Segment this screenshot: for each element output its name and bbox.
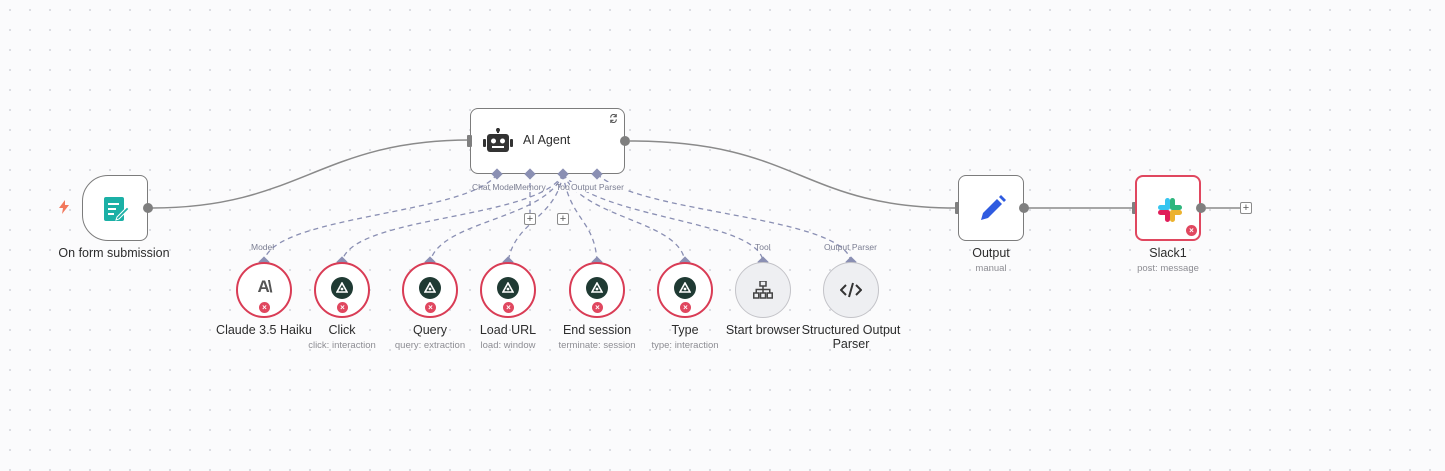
node-on-form-submission[interactable] (82, 175, 148, 241)
node-sublabel: load: window (480, 340, 536, 351)
node-click[interactable]: × (314, 262, 370, 318)
subnode-handle-label-output-parser: Output Parser (824, 242, 877, 252)
node-end-session[interactable]: × (569, 262, 625, 318)
subnode-handle-label-tool: Tool (755, 242, 771, 252)
agent-input-port[interactable] (467, 135, 472, 147)
network-icon (753, 281, 773, 299)
node-label: Start browser (725, 323, 801, 337)
handle-label-tool: Tool (556, 182, 572, 192)
node-label: Type (671, 323, 699, 337)
slack-icon (1158, 198, 1182, 222)
node-sublabel: query: extraction (394, 340, 466, 351)
node-label-output: Output (972, 246, 1010, 260)
airtop-icon (497, 277, 519, 299)
error-icon: × (337, 302, 348, 313)
wire-tool-click (341, 173, 564, 263)
node-sublabel-output: manual (975, 263, 1007, 274)
error-icon: × (503, 302, 514, 313)
node-sublabel: type: interaction (651, 340, 719, 351)
node-output[interactable] (958, 175, 1024, 241)
node-ai-agent[interactable]: AI Agent (470, 108, 625, 174)
node-label-ai-agent: AI Agent (523, 133, 571, 147)
node-load-url[interactable]: × (480, 262, 536, 318)
error-icon: × (1186, 225, 1197, 236)
airtop-icon (586, 277, 608, 299)
code-icon (840, 282, 862, 298)
node-label-trigger: On form submission (58, 246, 170, 260)
wire-tool-browser (562, 173, 764, 263)
wire-trigger-agent (151, 139, 471, 209)
node-sublabel: terminate: session (558, 340, 636, 351)
wire-parser (596, 173, 852, 263)
wire-agent-output (629, 140, 958, 209)
node-structured-output-parser[interactable] (823, 262, 879, 318)
node-type[interactable]: × (657, 262, 713, 318)
handle-label-output-parser: Output Parser (570, 182, 625, 192)
add-memory-button[interactable]: + (524, 213, 536, 225)
agent-output-port[interactable] (620, 136, 630, 146)
node-sublabel-slack: post: message (1137, 263, 1199, 274)
node-label-slack: Slack1 (1149, 246, 1187, 260)
node-sublabel: click: interaction (308, 340, 376, 351)
error-icon: × (425, 302, 436, 313)
add-tool-button[interactable]: + (557, 213, 569, 225)
node-label: End session (562, 323, 632, 337)
handle-label-chat-model: Chat Model (472, 182, 516, 192)
error-icon: × (259, 302, 270, 313)
robot-icon (483, 128, 513, 152)
slack-output-port[interactable] (1196, 203, 1206, 213)
wire-tool-end (562, 173, 598, 263)
node-slack1[interactable]: × (1135, 175, 1201, 241)
airtop-icon (419, 277, 441, 299)
wire-tool-query (429, 173, 564, 263)
subnode-handle-label-model: Model (251, 242, 275, 252)
output-output-port[interactable] (1019, 203, 1029, 213)
node-label: Claude 3.5 Haiku (216, 323, 312, 337)
trigger-bolt-icon (59, 200, 69, 214)
node-label: Click (328, 323, 356, 337)
wire-model (263, 173, 498, 263)
airtop-icon (674, 277, 696, 299)
anthropic-icon: A\ (257, 277, 273, 296)
airtop-icon (331, 277, 353, 299)
error-icon: × (592, 302, 603, 313)
trigger-output-port[interactable] (143, 203, 153, 213)
node-label: Query (412, 323, 448, 337)
node-label: Load URL (479, 323, 537, 337)
node-start-browser[interactable] (735, 262, 791, 318)
handle-label-memory: Memory (515, 182, 546, 192)
error-icon: × (680, 302, 691, 313)
slack-input-port[interactable] (1132, 202, 1137, 214)
add-node-button[interactable]: + (1240, 202, 1252, 214)
node-claude-haiku[interactable]: A\ × (236, 262, 292, 318)
pencil-icon (981, 195, 1006, 220)
node-label: Structured Output Parser (801, 323, 901, 351)
output-input-port[interactable] (955, 202, 960, 214)
form-icon (104, 197, 130, 221)
retry-icon (610, 114, 617, 123)
node-query[interactable]: × (402, 262, 458, 318)
